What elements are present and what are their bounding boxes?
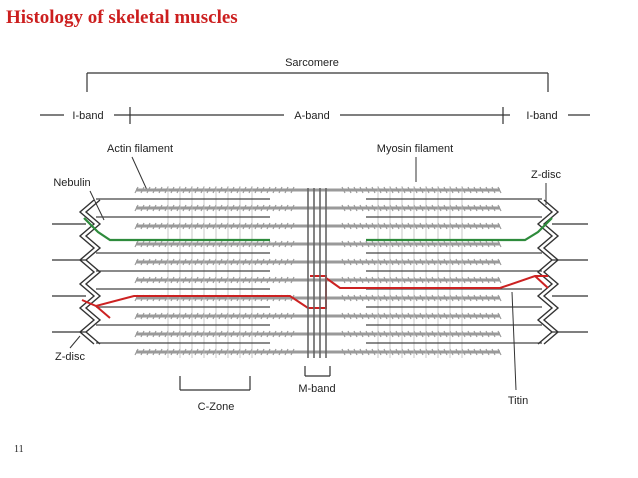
actin-filaments — [96, 198, 542, 344]
nebulin-filament-right — [366, 217, 553, 242]
i-band-left-label: I-band — [72, 110, 103, 122]
page-number: 11 — [14, 444, 24, 455]
a-band-label: A-band — [294, 110, 329, 122]
myosin-filament — [134, 204, 502, 212]
c-zone-bracket — [179, 376, 251, 391]
myosin-filament — [134, 312, 502, 320]
titin-label: Titin — [508, 395, 528, 407]
z-disc-left — [78, 199, 96, 345]
titin-filament-extra — [95, 275, 549, 319]
z-disc-left-inner — [84, 199, 102, 345]
i-band-right-label: I-band — [526, 110, 557, 122]
sarcomere-label: Sarcomere — [285, 57, 339, 69]
myosin-filaments — [134, 186, 502, 358]
actin-filament-label: Actin filament — [107, 143, 173, 155]
z-disc-connectors — [52, 223, 588, 333]
z-disc-left-label: Z-disc — [55, 351, 85, 363]
myosin-filament — [134, 222, 502, 230]
actin-filament-pointer — [131, 156, 148, 191]
z-disc-left-pointer — [69, 335, 81, 349]
slide-title: Histology of skeletal muscles — [6, 7, 238, 28]
myosin-filament — [134, 186, 502, 194]
nebulin-filament-left — [83, 217, 270, 242]
sarcomere-bracket — [86, 72, 549, 92]
titin-pointer — [511, 291, 517, 391]
z-disc-right-inner — [542, 199, 560, 345]
myosin-filament — [134, 240, 502, 248]
c-zone-label: C-Zone — [198, 401, 235, 413]
nebulin-pointer — [89, 190, 105, 221]
band-line — [40, 107, 590, 124]
myosin-filament — [134, 276, 502, 284]
m-band-lines — [307, 188, 327, 358]
m-band-label: M-band — [298, 383, 335, 395]
nebulin-label: Nebulin — [53, 177, 90, 189]
m-band-bracket — [304, 366, 331, 377]
myosin-filament — [134, 258, 502, 266]
z-disc-right-label: Z-disc — [531, 169, 561, 181]
myosin-filament — [134, 348, 502, 356]
myosin-filament-label: Myosin filament — [377, 143, 453, 155]
myosin-filament — [134, 330, 502, 338]
z-disc-right-shape — [536, 199, 554, 345]
